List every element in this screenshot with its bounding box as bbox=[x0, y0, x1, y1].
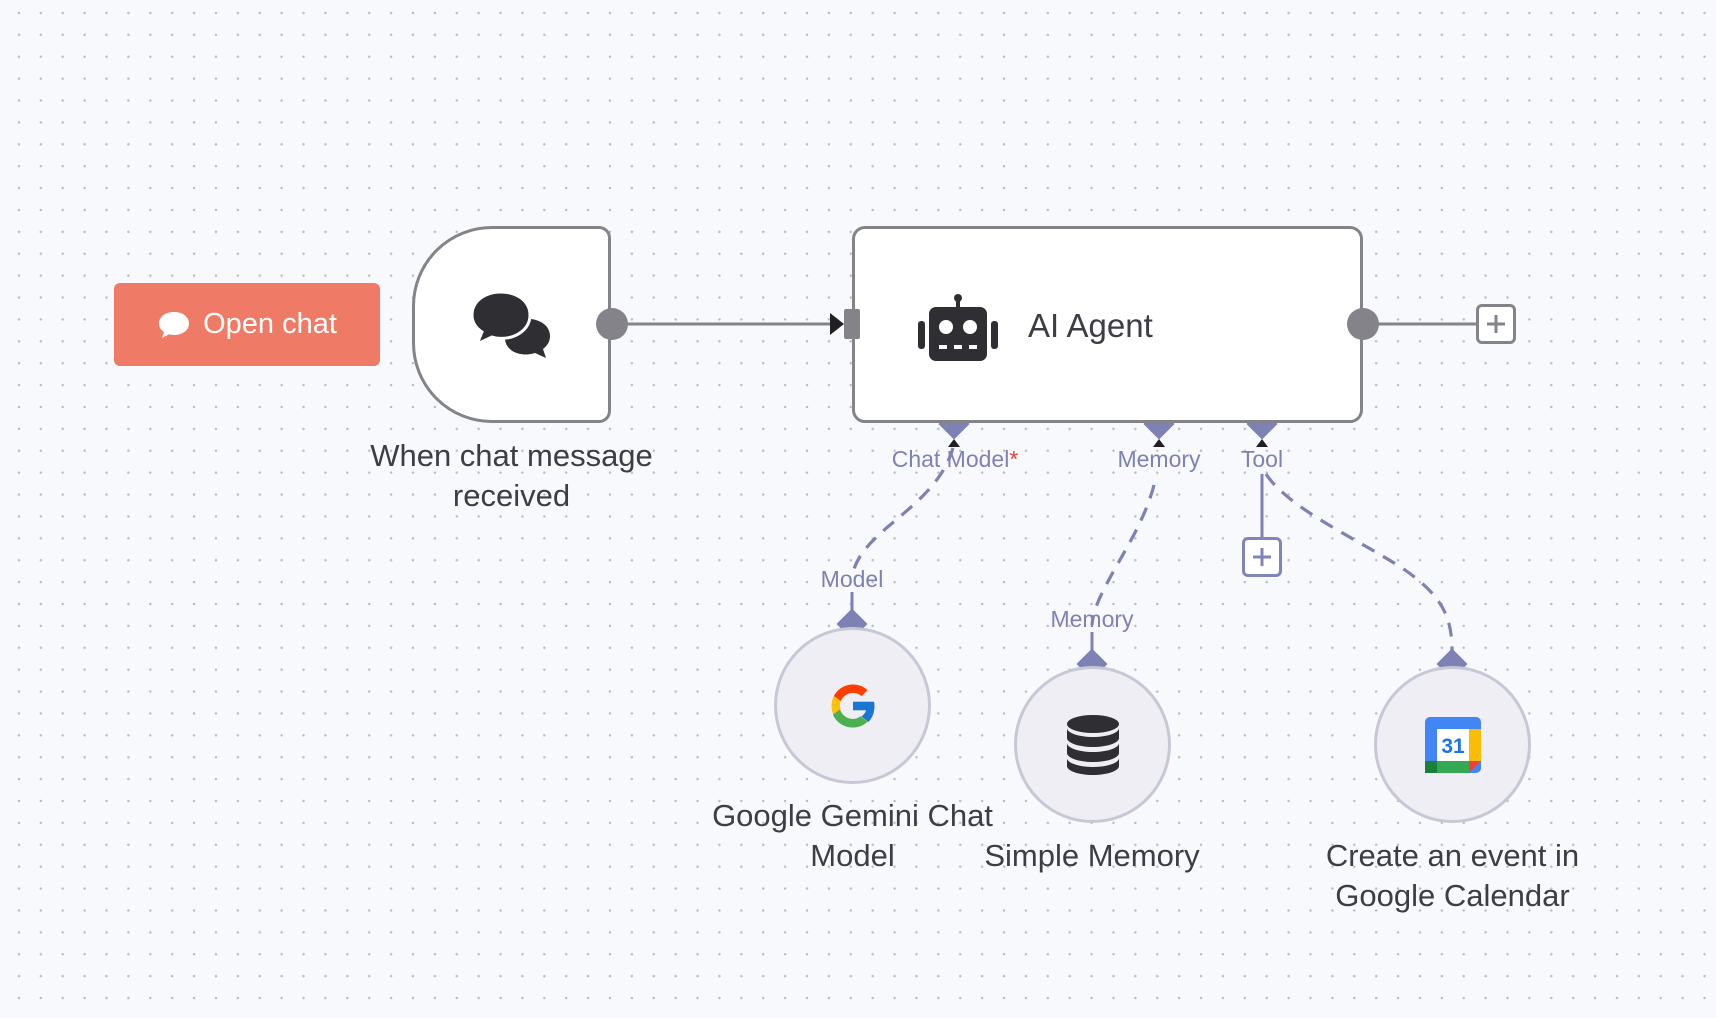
required-marker: * bbox=[1009, 446, 1019, 472]
tool-calendar-connection[interactable] bbox=[1264, 473, 1454, 653]
trigger-node-label: When chat message received bbox=[370, 438, 653, 513]
chat-trigger-node[interactable] bbox=[412, 226, 611, 423]
plus-icon bbox=[1253, 548, 1271, 566]
memory-node-port-label: Memory bbox=[1050, 606, 1134, 632]
connection-arrowhead bbox=[830, 313, 844, 335]
memory-port-label: Memory bbox=[1117, 446, 1201, 472]
gemini-node-label: Google Gemini Chat Model bbox=[712, 798, 993, 873]
tool-port-label: Tool bbox=[1240, 446, 1284, 472]
google-gemini-chat-model-node[interactable] bbox=[774, 627, 931, 784]
trigger-output-handle[interactable] bbox=[595, 307, 629, 341]
database-icon bbox=[1066, 714, 1119, 775]
google-g-icon bbox=[831, 684, 876, 727]
memory-port-arrow bbox=[1153, 439, 1165, 447]
agent-output-handle[interactable] bbox=[1346, 307, 1380, 341]
ai-agent-title: AI Agent bbox=[1028, 307, 1153, 344]
agent-input-handle[interactable] bbox=[844, 309, 860, 341]
gemini-model-port-label: Model bbox=[820, 566, 884, 592]
google-calendar-icon: 31 bbox=[1424, 716, 1481, 773]
simple-memory-node[interactable] bbox=[1014, 666, 1171, 823]
open-chat-label: Open chat bbox=[203, 308, 337, 340]
add-node-after-agent-button[interactable] bbox=[1476, 304, 1516, 344]
memory-connection[interactable] bbox=[1090, 484, 1156, 626]
google-calendar-node[interactable]: 31 bbox=[1374, 666, 1531, 823]
chat-model-connection[interactable] bbox=[850, 447, 955, 579]
chat-model-port-arrow bbox=[948, 439, 960, 447]
chat-bubble-icon bbox=[159, 311, 190, 338]
simple-memory-node-label: Simple Memory bbox=[984, 838, 1200, 873]
calendar-day-number: 31 bbox=[1441, 735, 1465, 758]
chat-bubbles-icon bbox=[469, 289, 550, 358]
tool-port-arrow bbox=[1256, 439, 1268, 447]
open-chat-button[interactable]: Open chat bbox=[114, 283, 380, 366]
add-tool-button[interactable] bbox=[1242, 537, 1282, 577]
ai-agent-node[interactable]: AI Agent bbox=[852, 226, 1363, 423]
chat-model-port-label: Chat Model* bbox=[891, 446, 1019, 472]
robot-icon bbox=[918, 294, 998, 361]
plus-icon bbox=[1487, 315, 1505, 333]
calendar-node-label: Create an event in Google Calendar bbox=[1325, 838, 1580, 913]
